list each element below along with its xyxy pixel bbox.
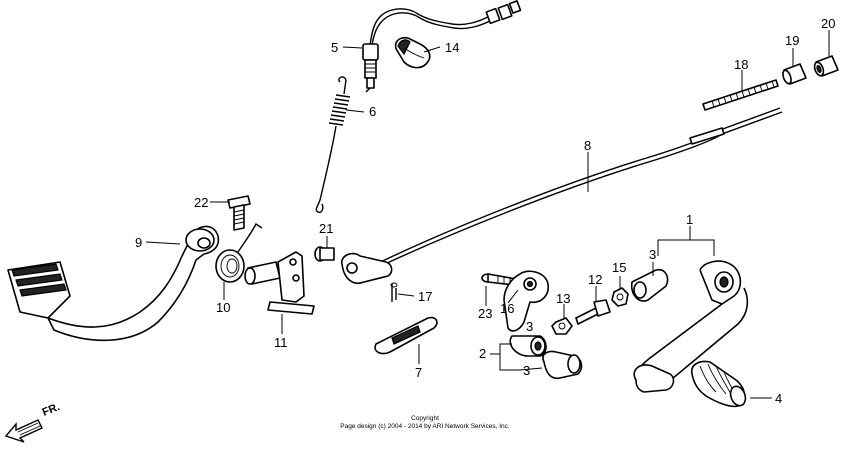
callout-10: 10 — [216, 300, 230, 315]
leader-lines — [145, 30, 830, 399]
part-nut-13 — [551, 317, 573, 335]
callout-20: 20 — [821, 16, 835, 31]
part-link-2 — [509, 335, 547, 357]
callout-23: 23 — [478, 306, 492, 321]
callout-labels: 1 2 3 3 3 4 5 6 7 8 9 10 11 12 13 14 15 … — [135, 16, 835, 406]
part-heel-guard — [374, 316, 438, 355]
callout-4: 4 — [775, 391, 782, 406]
callout-16: 16 — [500, 301, 514, 316]
callout-17: 17 — [418, 289, 432, 304]
callout-1: 1 — [686, 212, 693, 227]
callout-3: 3 — [523, 363, 530, 378]
copyright-line-2: Page design (c) 2004 - 2014 by ARI Netwo… — [340, 423, 510, 430]
callout-11: 11 — [274, 335, 288, 350]
part-nut — [782, 63, 807, 85]
callout-3: 3 — [649, 247, 656, 262]
part-spring — [315, 76, 351, 214]
part-joint-3b — [630, 268, 669, 302]
part-clamp — [394, 36, 431, 69]
part-bolt-22 — [227, 195, 251, 231]
part-pin — [314, 246, 335, 262]
part-cotter-pin — [390, 282, 398, 302]
part-adjuster-rod — [702, 79, 779, 111]
callout-6: 6 — [369, 104, 376, 119]
callout-15: 15 — [612, 260, 626, 275]
part-brake-switch — [362, 0, 522, 93]
part-pivot-bracket — [244, 251, 315, 315]
callout-12: 12 — [588, 272, 602, 287]
part-nut-15 — [611, 287, 629, 307]
callout-2: 2 — [479, 346, 486, 361]
callout-18: 18 — [734, 57, 748, 72]
part-bolt-12 — [575, 299, 611, 325]
part-return-spring — [215, 222, 263, 283]
part-brake-rod — [341, 107, 783, 284]
copyright-line-1: Copyright — [411, 415, 439, 422]
callout-19: 19 — [785, 33, 799, 48]
callout-14: 14 — [445, 40, 459, 55]
callout-8: 8 — [584, 138, 591, 153]
part-joint — [813, 55, 839, 77]
part-joint-3a — [542, 350, 583, 380]
callout-22: 22 — [194, 195, 208, 210]
callout-5: 5 — [331, 40, 338, 55]
callout-7: 7 — [415, 365, 422, 380]
callout-9: 9 — [135, 235, 142, 250]
part-shift-pedal — [633, 260, 749, 393]
part-shift-arm — [503, 270, 550, 332]
part-pedal-rubber — [690, 360, 747, 408]
callout-21: 21 — [319, 221, 333, 236]
callout-3: 3 — [526, 319, 533, 334]
part-brake-pedal — [7, 225, 220, 342]
callout-13: 13 — [556, 291, 570, 306]
